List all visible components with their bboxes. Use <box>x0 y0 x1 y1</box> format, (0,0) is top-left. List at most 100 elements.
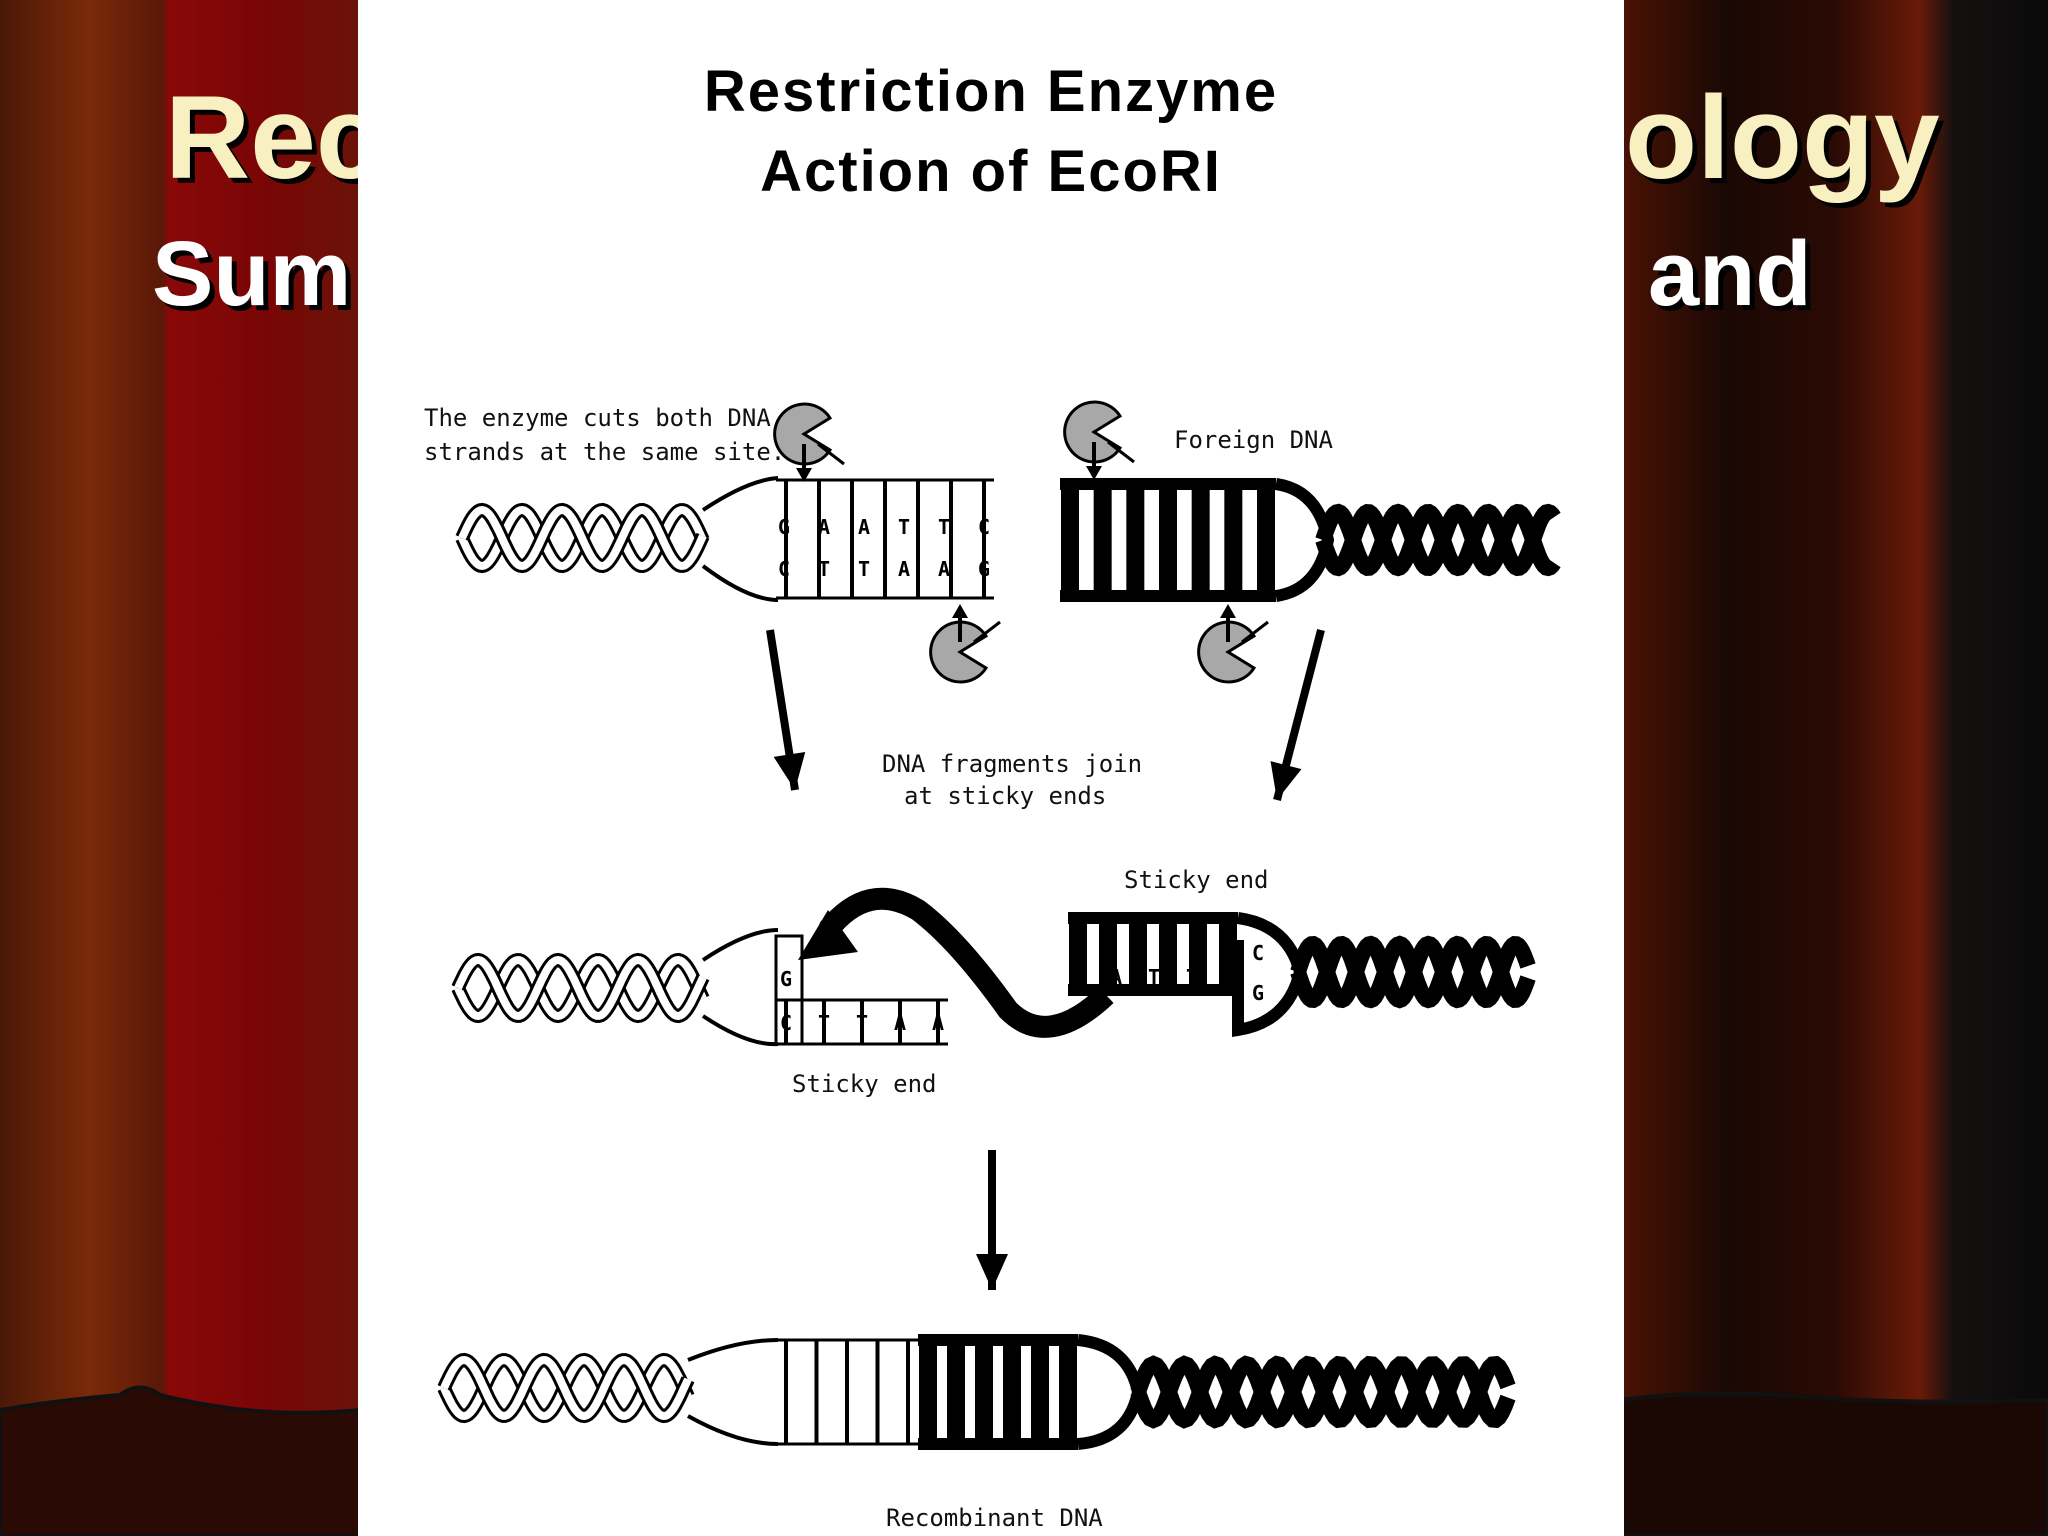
base-pair-rung <box>936 1000 940 1044</box>
base-pair-rung <box>1059 1340 1077 1444</box>
base-pair-rung <box>1126 484 1145 596</box>
arrow-head <box>773 751 806 790</box>
host-fragment-unwind <box>701 928 779 1047</box>
enzyme-bottom-left <box>929 604 1001 684</box>
arrow-left-down <box>766 629 806 791</box>
site-bottom-base: T <box>858 557 870 581</box>
label-cut-line1: The enzyme cuts both DNA <box>424 404 771 432</box>
recombinant-helix-right <box>1130 1355 1516 1429</box>
label-recombinant-dna: Recombinant DNA <box>886 1504 1103 1532</box>
label-sticky-end-top: Sticky end <box>1124 866 1269 894</box>
left-sticky-bottom-base: T <box>818 1011 830 1035</box>
enzyme-icon <box>929 620 989 684</box>
right-sticky-end-base: G <box>1252 981 1264 1005</box>
enzyme-pointer-tip <box>1086 466 1102 480</box>
figure-title-line2: Action of EcoRI <box>760 139 1222 204</box>
base-pair-rung <box>784 1000 788 1044</box>
slide-title-left: Rec <box>165 72 382 204</box>
figure-title-line1: Restriction Enzyme <box>703 59 1279 124</box>
helix-strand <box>458 505 707 571</box>
site-bottom-base: T <box>818 557 830 581</box>
base-pair-rung <box>875 1340 880 1444</box>
helix-strand <box>454 955 707 1021</box>
base-pair-rung <box>1159 918 1177 990</box>
enzyme-top-right <box>1063 400 1135 480</box>
foreign-sticky-helix <box>1290 935 1536 1009</box>
base-pair-rung <box>784 480 788 598</box>
left-sticky-bottom-base: A <box>932 1011 944 1035</box>
base-pair-rung <box>1159 484 1177 596</box>
right-sticky-top-base: T <box>1148 965 1160 989</box>
enzyme-pointer-tip <box>1220 604 1236 618</box>
foreign-dna-helix <box>1315 503 1561 577</box>
enzyme-arm <box>1107 440 1135 464</box>
helix-strand <box>440 1355 692 1421</box>
base-pair-rung <box>906 1340 910 1444</box>
base-pair-rung <box>975 1340 993 1444</box>
label-sticky-end-bottom: Sticky end <box>792 1070 937 1098</box>
figure-panel: Restriction Enzyme Action of EcoRI The e… <box>358 0 1624 1536</box>
recombinant-thick-ladder <box>918 1334 1078 1450</box>
arrow-head <box>1270 761 1302 800</box>
site-top-base: T <box>898 515 910 539</box>
host-dna-unwind <box>701 476 779 602</box>
base-pair-rung <box>1093 484 1112 596</box>
host-dna-helix-top <box>455 502 710 574</box>
site-top-base: A <box>818 515 830 539</box>
label-cut-line2: strands at the same site. <box>424 438 786 466</box>
recombinant-bend <box>1077 1334 1145 1450</box>
right-sticky-end-base: C <box>1252 941 1264 965</box>
recombinant-thin-ladder <box>776 1338 918 1446</box>
enzyme-icon <box>773 402 833 466</box>
arrow-center-down <box>976 1150 1008 1290</box>
base-pair-rung <box>1061 484 1079 596</box>
base-pair-rung <box>919 1340 937 1444</box>
base-pair-rung <box>860 1000 864 1044</box>
label-join-line1: DNA fragments join <box>882 750 1143 778</box>
base-pair-rung <box>883 480 887 598</box>
recombinant-unwind <box>687 1338 779 1446</box>
foreign-dna-ladder <box>1060 478 1276 602</box>
host-sticky-g-box <box>774 934 804 1046</box>
site-bottom-base: C <box>778 557 790 581</box>
helix-strand <box>1290 935 1536 1009</box>
enzyme-pointer-tip <box>952 604 968 618</box>
right-sticky-top-base: T <box>1186 965 1198 989</box>
left-sticky-bottom-base: A <box>894 1011 906 1035</box>
enzyme-icon <box>1063 400 1123 464</box>
enzyme-arm <box>1241 620 1269 644</box>
recombinant-helix-left <box>437 1352 695 1424</box>
base-pair-rung <box>949 480 953 598</box>
arrow-right-down <box>1270 628 1325 802</box>
base-pair-rung <box>845 1340 849 1444</box>
helix-strand <box>1130 1355 1516 1429</box>
base-pair-rung <box>1031 1340 1049 1444</box>
join-curve-arrowhead <box>798 910 858 960</box>
site-bottom-base: A <box>898 557 910 581</box>
label-join-line2: at sticky ends <box>904 782 1107 810</box>
host-sticky-ladder <box>776 998 948 1046</box>
slide-title-right: ology <box>1625 72 1940 204</box>
base-pair-rung <box>947 1340 965 1444</box>
base-pair-rung <box>1129 918 1147 990</box>
host-dna-helix-middle <box>451 952 710 1024</box>
arrow-head <box>976 1254 1008 1290</box>
right-sticky-top-base: A <box>1072 965 1084 989</box>
slide-subtitle-right: and <box>1648 223 1812 325</box>
base-pair-rung <box>814 1340 819 1444</box>
base-pair-rung <box>898 1000 902 1044</box>
join-curve-arrow <box>819 887 1114 1038</box>
base-pair-rung <box>850 480 854 598</box>
enzyme-pointer-tip <box>796 468 812 482</box>
left-sticky-bottom-base: T <box>856 1011 868 1035</box>
base-pair-rung <box>1189 918 1207 990</box>
base-pair-rung <box>1003 1340 1021 1444</box>
base-pair-rung <box>822 1000 826 1044</box>
foreign-dna-bend <box>1274 478 1335 602</box>
site-top-base: A <box>858 515 870 539</box>
label-foreign-dna: Foreign DNA <box>1174 426 1333 454</box>
enzyme-arm <box>817 442 845 466</box>
site-bottom-base: G <box>978 557 990 581</box>
